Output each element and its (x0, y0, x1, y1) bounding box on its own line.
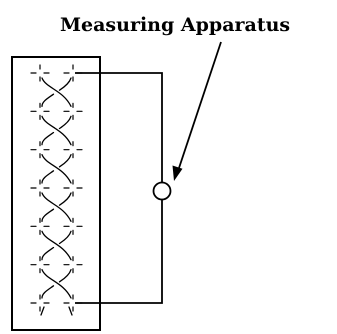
leader-line (177, 41, 222, 172)
twist-wire-segment (41, 192, 72, 222)
twisted-wire-pattern (30, 64, 83, 316)
twist-wire-segment (41, 170, 55, 184)
node-cross (30, 294, 50, 312)
node-cross (63, 179, 83, 197)
node-cross (63, 256, 83, 274)
node-cross (63, 141, 83, 159)
twist-wire-segment (41, 208, 55, 222)
twist-wire-segment (58, 192, 72, 206)
measuring-apparatus-symbol (152, 181, 172, 201)
node-cross (30, 141, 50, 159)
twist-wire-segment (41, 131, 55, 146)
specimen-panel (11, 56, 101, 331)
wire-stub (68, 306, 73, 316)
twist-wire-segment (58, 115, 72, 130)
twist-wire-segment (41, 115, 72, 146)
leader-arrowhead (172, 165, 183, 181)
twist-wire-segment (58, 77, 72, 91)
twist-wire-segment (41, 269, 72, 299)
node-cross (30, 217, 50, 235)
node-cross (30, 256, 50, 274)
twist-wire-segment (58, 269, 72, 283)
upper-lead-wire (75, 72, 163, 183)
twist-wire-segment (41, 93, 55, 107)
node-cross (30, 102, 50, 120)
lower-lead-wire (75, 199, 163, 304)
node-cross (30, 64, 50, 82)
twist-wire-segment (58, 154, 72, 168)
twist-wire-segment (41, 230, 72, 261)
measuring-apparatus-label: Measuring Apparatus (60, 14, 290, 36)
node-cross (63, 102, 83, 120)
twist-wire-segment (41, 246, 55, 261)
twist-wire-segment (41, 285, 55, 299)
wire-stub (40, 306, 45, 316)
twist-wire-segment (41, 154, 72, 184)
node-cross (30, 179, 50, 197)
twist-wire-segment (58, 230, 72, 245)
twist-wire-segment (41, 77, 72, 107)
node-cross (63, 217, 83, 235)
